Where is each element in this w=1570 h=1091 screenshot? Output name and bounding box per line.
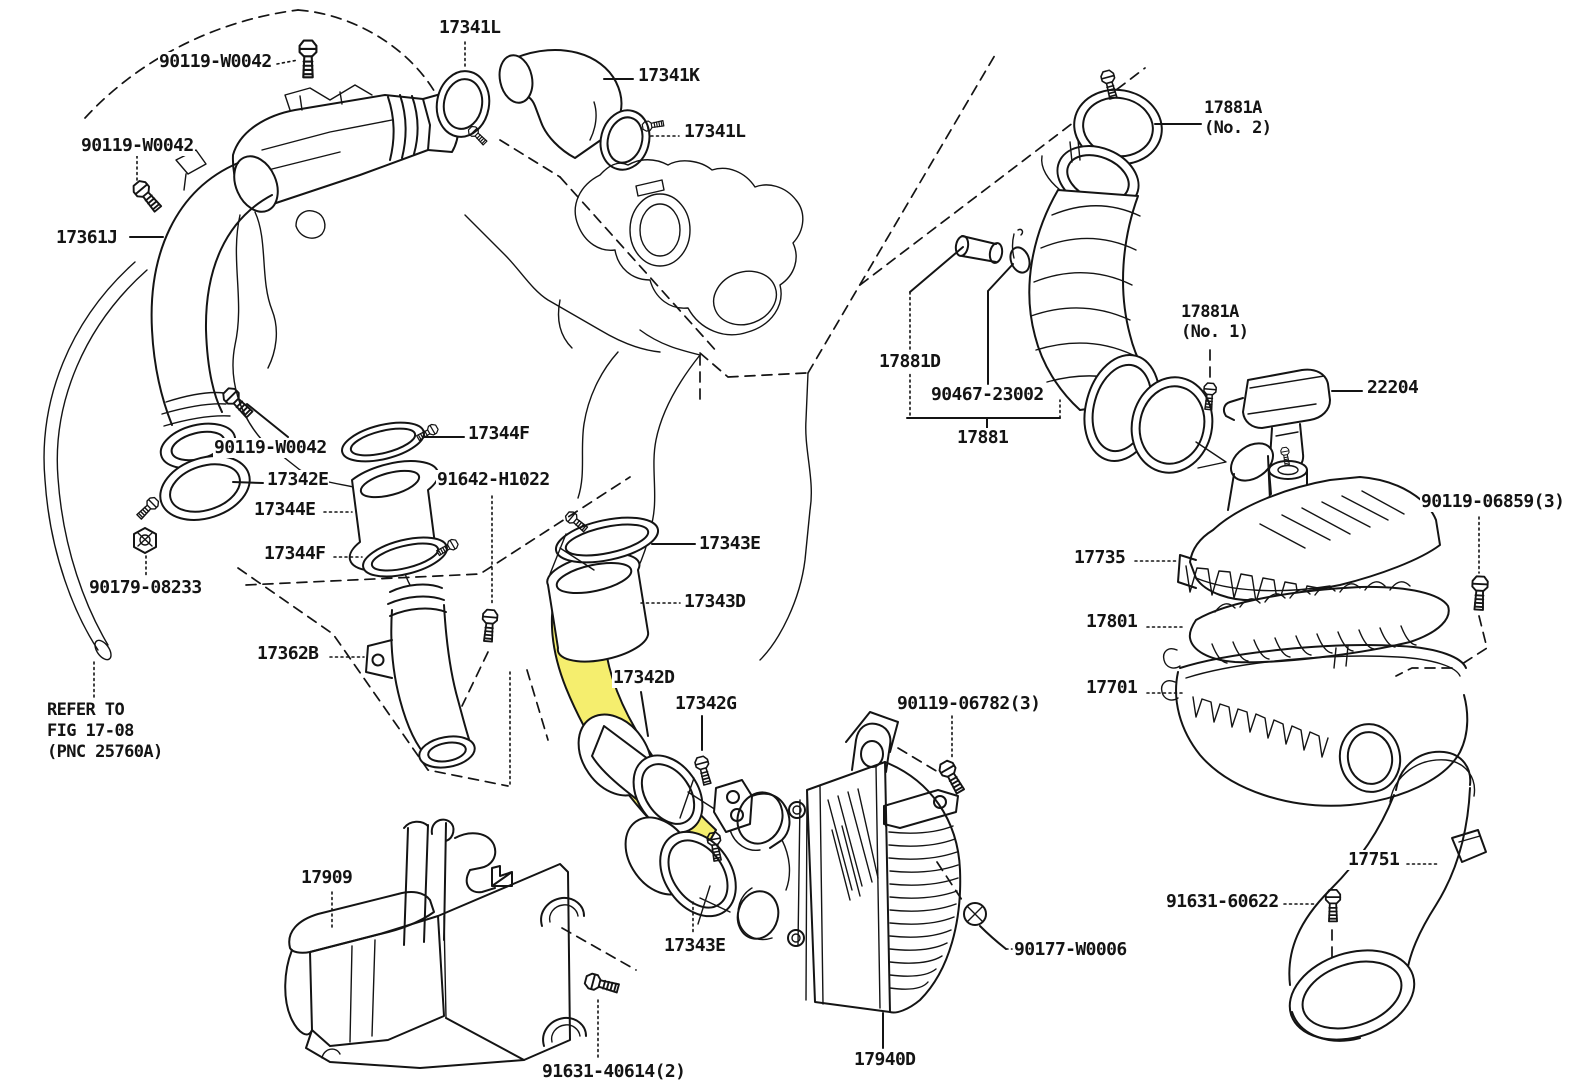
part-label-17361j: 17361J [55,227,119,248]
part-label-90119-w0042-top: 90119-W0042 [158,51,273,72]
part-label-17881: 17881 [956,427,1010,448]
part-label-17735: 17735 [1073,547,1127,568]
pipe-17362b-group [365,583,476,769]
part-label-17342d: 17342D [612,667,676,688]
part-label-17881d: 17881D [878,351,942,372]
part-label-90119-w0042-left: 90119-W0042 [80,135,195,156]
part-label-91642-h1022: 91642-H1022 [436,469,551,490]
part-label-17343e-top: 17343E [698,533,762,554]
part-label-90177-w0006: 90177-W0006 [1013,939,1128,960]
air-duct-17909-group [284,818,587,1069]
part-label-17801: 17801 [1085,611,1139,632]
part-label-17881a-no2-number: 17881A [1204,98,1262,118]
part-label-17344f-bottom: 17344F [263,543,327,564]
note-line-3: (PNC 25760A) [47,742,163,762]
part-label-17881a-no1-note: (No. 1) [1181,322,1249,342]
part-label-17881a-no1: 17881A (No. 1) [1180,302,1250,342]
part-label-17342g: 17342G [674,693,738,714]
part-label-17701: 17701 [1085,677,1139,698]
intake-manifold-17361j-group [43,84,460,661]
note-line-2: FIG 17-08 [47,721,134,741]
hose-17341k-group [435,49,804,336]
part-label-17940d: 17940D [853,1049,917,1070]
part-label-90119-w0042-mid: 90119-W0042 [213,437,328,458]
part-label-17343e-bottom: 17343E [663,935,727,956]
note-line-1: REFER TO [47,700,125,720]
intercooler-17940d-group [736,711,962,1014]
part-label-17881a-no2-note: (No. 2) [1204,118,1272,138]
fasteners-group [129,39,1489,997]
part-label-91631-40614: 91631-40614(2) [541,1061,687,1082]
hose-17343d-yellow-group [546,509,791,925]
part-label-17342e: 17342E [266,469,330,490]
part-label-17341l-top: 17341L [438,17,502,38]
part-label-90119-06782: 90119-06782(3) [896,693,1042,714]
air-cleaner-assembly-group [1160,442,1469,807]
part-label-22204: 22204 [1366,377,1420,398]
part-label-90179-08233: 90179-08233 [88,577,203,598]
part-label-17341l-mid: 17341L [683,121,747,142]
part-label-17344e: 17344E [253,499,317,520]
part-label-17341k: 17341K [637,65,701,86]
part-label-17344f-top: 17344F [467,423,531,444]
part-label-17881a-no1-number: 17881A [1181,302,1239,322]
part-label-17909: 17909 [300,867,354,888]
part-label-17362b: 17362B [256,643,320,664]
hose-17881-group [954,68,1227,474]
part-label-90119-06859: 90119-06859(3) [1420,491,1566,512]
part-label-17343d: 17343D [683,591,747,612]
part-label-17751: 17751 [1347,849,1401,870]
duct-17751-group [1288,750,1487,1042]
resonator-pipes-group [134,421,460,578]
note-refer-to-fig: REFER TO FIG 17-08 (PNC 25760A) [46,700,164,763]
part-label-90467-23002: 90467-23002 [930,384,1045,405]
part-label-91631-60622: 91631-60622 [1165,891,1280,912]
part-label-17881a-no2: 17881A (No. 2) [1203,98,1273,138]
